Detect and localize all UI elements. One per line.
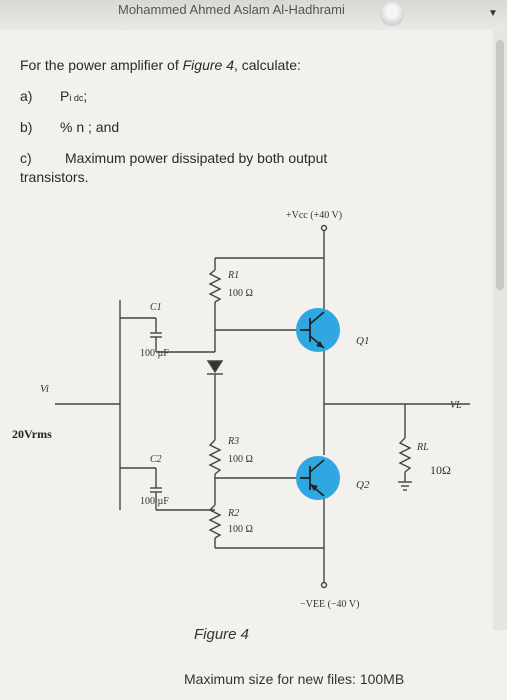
rl-label: RL xyxy=(416,442,429,453)
author-name: Mohammed Ahmed Aslam Al-Hadhrami xyxy=(118,2,345,17)
q1-label: Q1 xyxy=(356,335,369,347)
c2-value: 100 µF xyxy=(140,496,169,507)
r1-label: R1 xyxy=(227,270,239,281)
item-a-letter: a) xyxy=(20,88,33,104)
q2-label: Q2 xyxy=(356,479,370,491)
top-bar xyxy=(0,0,507,30)
vee-label: −VEE (−40 V) xyxy=(300,599,359,610)
question-intro: For the power amplifier of Figure 4, cal… xyxy=(20,57,301,73)
figure-caption: Figure 4 xyxy=(194,626,250,643)
item-c-text-cont: transistors. xyxy=(20,169,89,185)
rl-value: 10Ω xyxy=(430,463,451,477)
item-b-text: % n ; and xyxy=(60,119,120,135)
r2-value: 100 Ω xyxy=(228,524,253,535)
item-c-letter: c) xyxy=(20,150,32,166)
r3-value: 100 Ω xyxy=(228,454,253,465)
max-file-size-note: Maximum size for new files: 100MB xyxy=(184,671,405,687)
item-b-letter: b) xyxy=(20,119,33,135)
scroll-thumb[interactable] xyxy=(496,40,504,290)
r1-value: 100 Ω xyxy=(228,288,253,299)
c1-label: C1 xyxy=(150,302,162,313)
dropdown-arrow-icon[interactable]: ▼ xyxy=(488,8,498,19)
item-c-text: Maximum power dissipated by both output xyxy=(65,150,328,166)
vl-label: VL xyxy=(450,400,462,411)
c1-value: 100 µF xyxy=(140,348,169,359)
avatar[interactable] xyxy=(380,2,404,26)
r3-label: R3 xyxy=(227,436,239,447)
circuit-diagram: +Vcc (+40 V) −VEE (−40 V) Vi 20Vrms C1 1… xyxy=(12,210,470,610)
r2-label: R2 xyxy=(227,508,239,519)
vi-label: Vi xyxy=(40,383,49,395)
vcc-label: +Vcc (+40 V) xyxy=(286,210,342,221)
item-a-text: Pi dc; xyxy=(60,88,88,104)
vin-value: 20Vrms xyxy=(12,427,52,441)
c2-label: C2 xyxy=(150,454,162,465)
